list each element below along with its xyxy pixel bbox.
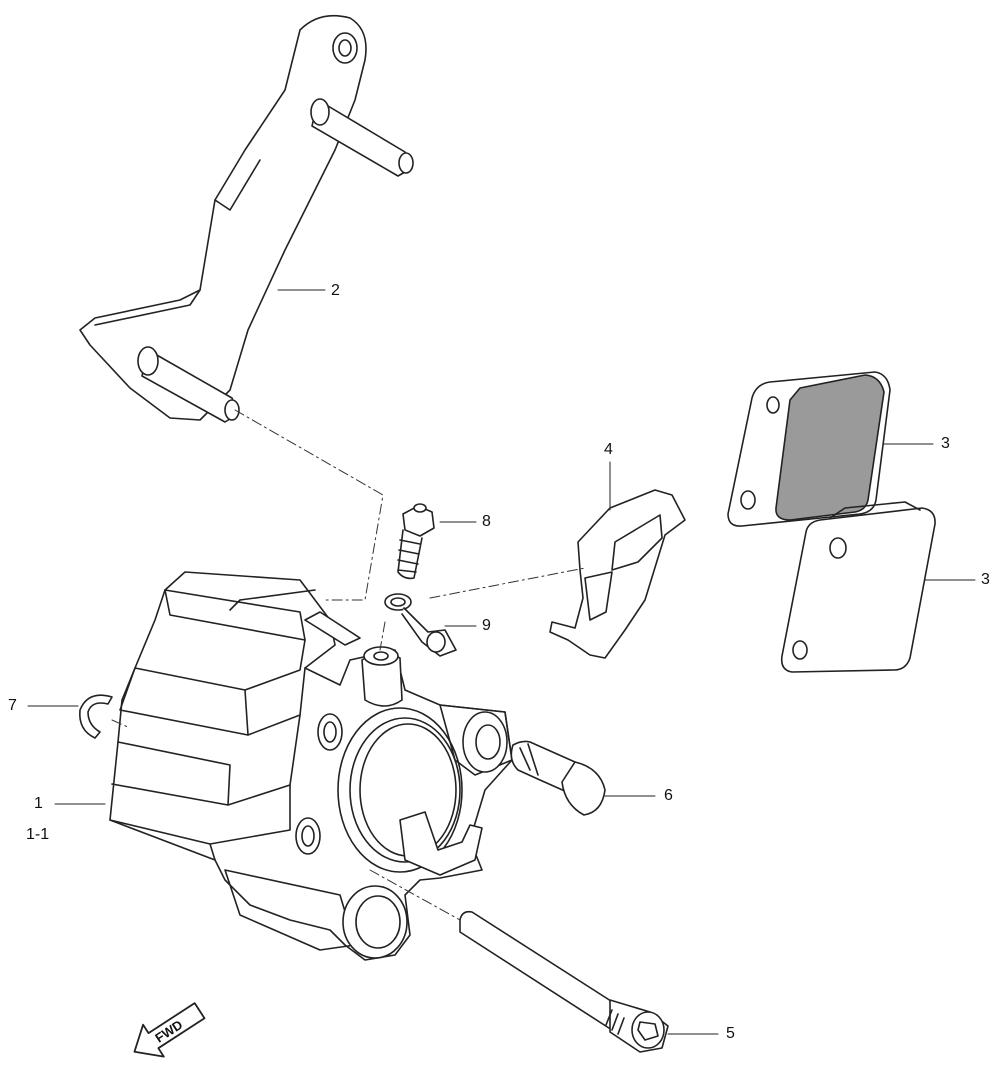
callout-3-upper: 3: [941, 435, 950, 452]
retaining-clip: [78, 694, 113, 739]
callout-9: 9: [482, 617, 491, 634]
callout-5: 5: [726, 1025, 735, 1042]
callout-6: 6: [664, 787, 673, 804]
caliper-pin-bolt: [459, 910, 669, 1053]
callout-1: 1: [34, 795, 43, 812]
assembly-lines: [111, 409, 586, 921]
callout-4: 4: [604, 441, 613, 458]
callout-1-1: 1-1: [26, 826, 50, 843]
caliper-bracket: [79, 14, 414, 423]
callout-7: 7: [8, 697, 17, 714]
callout-2: 2: [331, 282, 340, 299]
bleeder-screw: [397, 503, 435, 580]
brake-pad-friction-upper: [775, 374, 885, 521]
callout-3-lower: 3: [981, 571, 990, 588]
slide-pin-boot: [510, 740, 606, 816]
callout-8: 8: [482, 513, 491, 530]
leader-lines: [27, 289, 976, 1035]
fwd-arrow-icon: [133, 1002, 206, 1058]
pad-spring: [549, 489, 686, 659]
bleeder-cap: [384, 593, 457, 657]
caliper-body: [109, 571, 513, 961]
brake-pad-lower: [780, 501, 936, 673]
brake-pad-upper: [727, 371, 891, 527]
